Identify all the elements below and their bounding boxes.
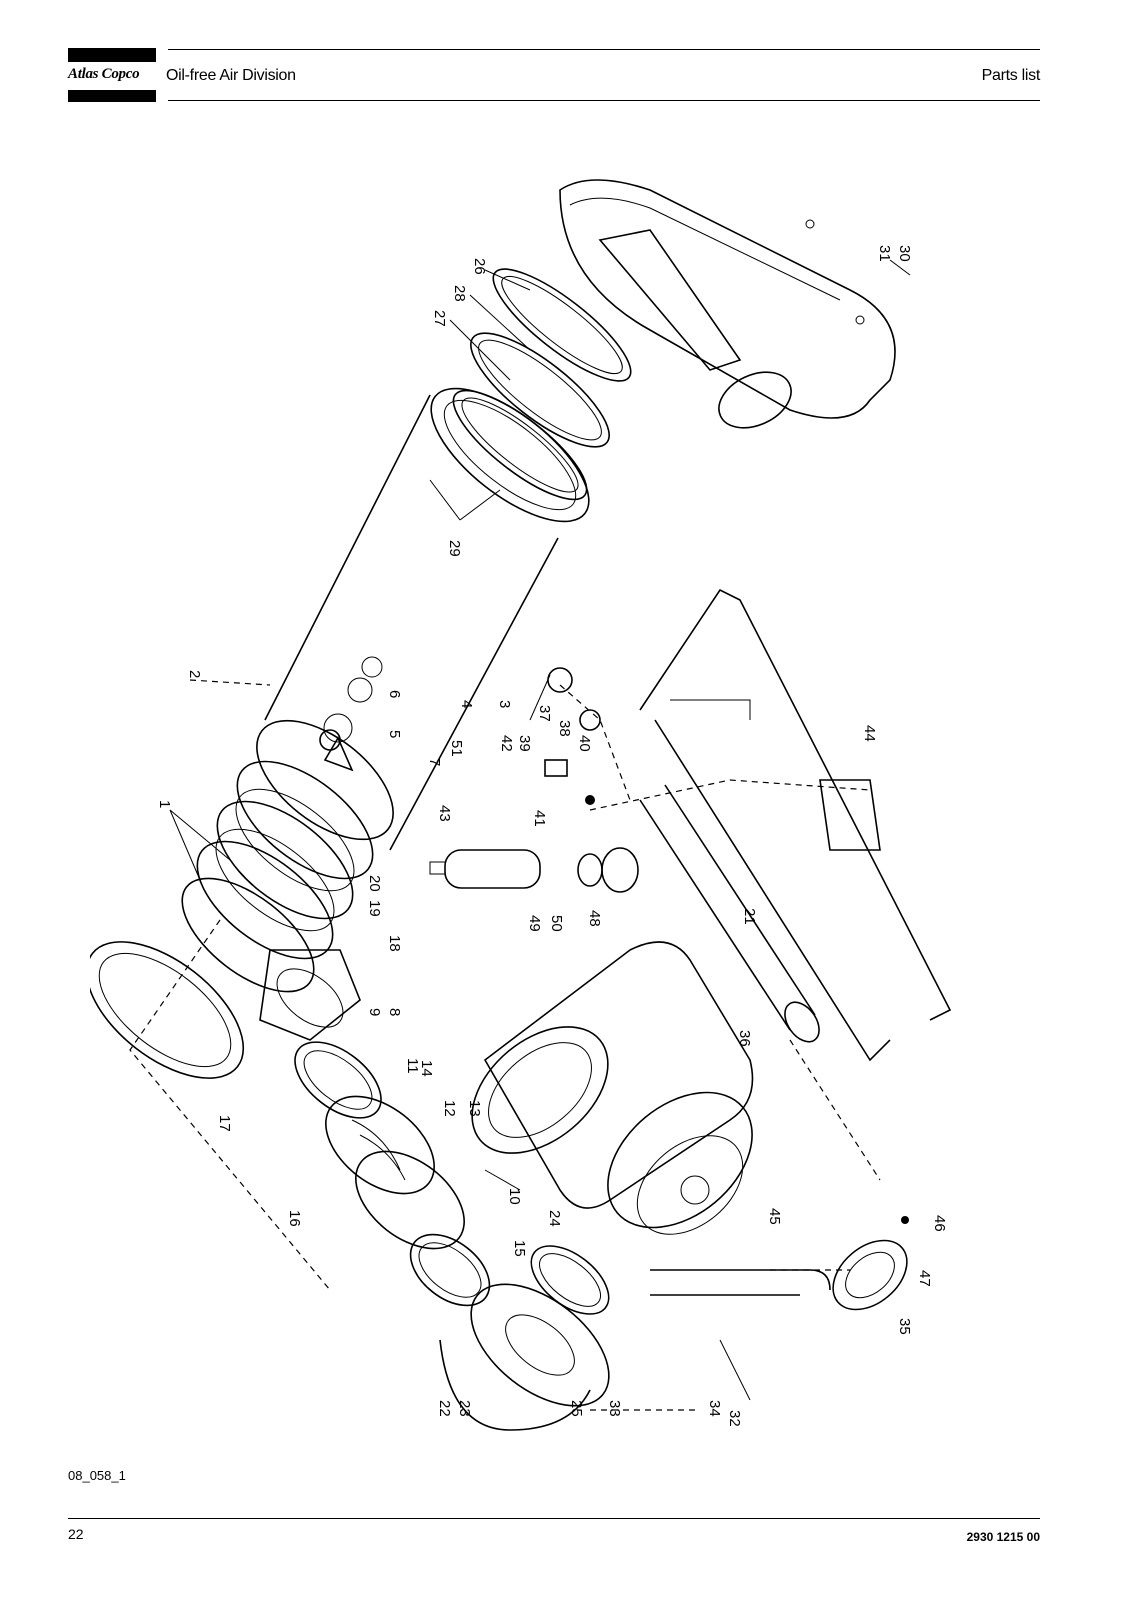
- leader-lines: [169, 259, 911, 1401]
- intake-housing: [559, 179, 896, 429]
- callout-30: 30: [896, 245, 913, 262]
- callout-28: 28: [451, 285, 468, 302]
- callout-14: 14: [418, 1060, 435, 1077]
- callout-41: 41: [531, 810, 548, 827]
- callout-47: 47: [916, 1270, 933, 1287]
- callout-16: 16: [286, 1210, 303, 1227]
- callout-39: 39: [516, 735, 533, 752]
- atlas-copco-logo: Atlas Copco: [68, 48, 156, 102]
- callout-labels: 1 2 3 4 5 6 7 8 9 10 11 12 13 14 15 16 1…: [156, 245, 948, 1427]
- callout-10: 10: [506, 1188, 523, 1205]
- footer-rule: [68, 1518, 1040, 1519]
- callout-20: 20: [366, 875, 383, 892]
- callout-29: 29: [446, 540, 463, 557]
- callout-27: 27: [431, 310, 448, 327]
- callout-17: 17: [216, 1115, 233, 1132]
- callout-45: 45: [766, 1208, 783, 1225]
- callout-23: 23: [456, 1400, 473, 1417]
- callout-25: 25: [568, 1400, 585, 1417]
- callout-51: 51: [448, 740, 465, 757]
- callout-44: 44: [861, 725, 878, 742]
- figure-id: 08_058_1: [68, 1468, 126, 1483]
- callout-7: 7: [426, 758, 443, 766]
- callout-35: 35: [896, 1318, 913, 1335]
- callout-42: 42: [498, 735, 515, 752]
- document-number: 2930 1215 00: [966, 1530, 1040, 1544]
- logo-bar-bottom: [68, 90, 156, 102]
- logo-text: Atlas Copco: [68, 66, 140, 82]
- callout-31: 31: [876, 245, 893, 262]
- cooler-shell: [256, 387, 590, 851]
- header-rule-bottom: [168, 100, 1040, 101]
- callout-24: 24: [546, 1210, 563, 1227]
- document-type: Parts list: [981, 67, 1041, 84]
- callout-50: 50: [548, 915, 565, 932]
- end-cover: [90, 941, 361, 1079]
- assembly-lines: [129, 679, 881, 1411]
- callout-1: 1: [156, 800, 173, 808]
- callout-5: 5: [386, 730, 403, 738]
- callout-38: 38: [556, 720, 573, 737]
- logo-bar-top: [68, 48, 156, 62]
- callout-21: 21: [741, 908, 758, 925]
- cooler-core: [181, 760, 374, 993]
- callout-40: 40: [576, 735, 593, 752]
- page-number: 22: [68, 1526, 84, 1542]
- callout-2: 2: [186, 670, 203, 678]
- callout-48: 48: [586, 910, 603, 927]
- header-rule-top: [168, 49, 1040, 50]
- callout-9: 9: [366, 1008, 383, 1016]
- callout-22: 22: [436, 1400, 453, 1417]
- callout-12: 12: [441, 1100, 458, 1117]
- callout-26: 26: [471, 258, 488, 275]
- callout-15: 15: [511, 1240, 528, 1257]
- callout-8: 8: [386, 1008, 403, 1016]
- support-frame: [639, 588, 952, 1062]
- filter-cartridge: [429, 847, 639, 893]
- callout-46: 46: [931, 1215, 948, 1232]
- expansion-bellows: [294, 1041, 491, 1307]
- callout-43: 43: [436, 805, 453, 822]
- callout-4: 4: [458, 700, 475, 708]
- callout-33: 33: [606, 1400, 623, 1417]
- drain-valve: [832, 1216, 909, 1311]
- callout-49: 49: [526, 915, 543, 932]
- callout-6: 6: [386, 690, 403, 698]
- callout-36: 36: [736, 1030, 753, 1047]
- callout-18: 18: [386, 935, 403, 952]
- callout-19: 19: [366, 900, 383, 917]
- separator-housing: [471, 941, 754, 1235]
- flange-rings: [452, 268, 632, 501]
- callout-37: 37: [536, 705, 553, 722]
- exploded-parts-drawing: 1 2 3 4 5 6 7 8 9 10 11 12 13 14 15 16 1…: [90, 179, 952, 1431]
- callout-34: 34: [706, 1400, 723, 1417]
- callout-11: 11: [404, 1058, 421, 1074]
- outlet-elbow: [439, 1245, 610, 1431]
- division-title: Oil-free Air Division: [166, 67, 296, 84]
- callout-3: 3: [496, 700, 513, 708]
- callout-32: 32: [726, 1410, 743, 1427]
- drain-pipes: [639, 784, 831, 1296]
- callout-13: 13: [466, 1100, 483, 1117]
- page-header: Atlas Copco Oil-free Air Division Parts …: [68, 48, 1040, 102]
- fittings: [319, 667, 601, 805]
